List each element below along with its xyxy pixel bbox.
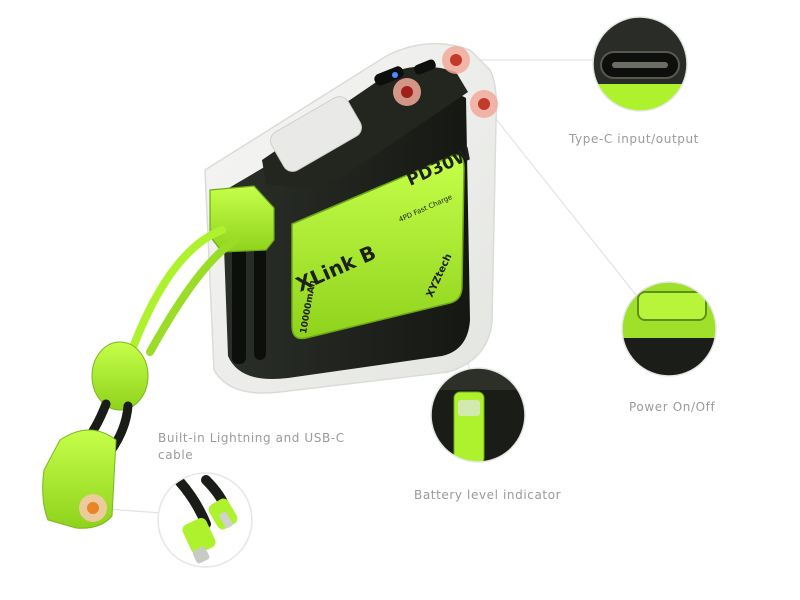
detail-circle-typec bbox=[592, 16, 688, 112]
callout-label-typec: Type-C input/output bbox=[569, 132, 699, 146]
callout-label-cable: Built-in Lightning and USB-C cable bbox=[158, 431, 345, 462]
power-bank-cap bbox=[270, 96, 362, 172]
marker-typec[interactable] bbox=[442, 46, 470, 74]
marker-battery[interactable] bbox=[393, 78, 421, 106]
callout-label-power: Power On/Off bbox=[629, 400, 716, 414]
marker-cable[interactable] bbox=[79, 494, 107, 522]
top-port bbox=[414, 59, 436, 75]
indicator-led bbox=[392, 72, 398, 78]
detail-circle-cable bbox=[157, 472, 253, 568]
marker-power[interactable] bbox=[470, 90, 498, 118]
power-bank-label-panel bbox=[291, 154, 465, 340]
cable-assembly bbox=[42, 226, 240, 529]
core-ridge bbox=[232, 236, 246, 364]
cable-slider-bead bbox=[91, 341, 149, 411]
type-c-port-icon bbox=[600, 51, 680, 79]
power-bank: XLink B PD30W 10000mAh 4PD Fast Charge X… bbox=[204, 42, 498, 394]
battery-indicator-icon bbox=[453, 391, 485, 462]
cable-strand bbox=[128, 226, 226, 354]
power-button-icon bbox=[637, 291, 707, 321]
detail-circle-battery bbox=[430, 367, 526, 463]
detail-circle-power bbox=[621, 281, 717, 377]
cable-strand bbox=[146, 236, 240, 356]
cable-connectors-icon bbox=[175, 475, 238, 564]
core-ridge bbox=[254, 228, 266, 360]
top-port bbox=[374, 66, 404, 86]
leader-line-power bbox=[483, 103, 641, 301]
callout-label-battery: Battery level indicator bbox=[414, 488, 562, 502]
callout-markers bbox=[79, 46, 498, 522]
